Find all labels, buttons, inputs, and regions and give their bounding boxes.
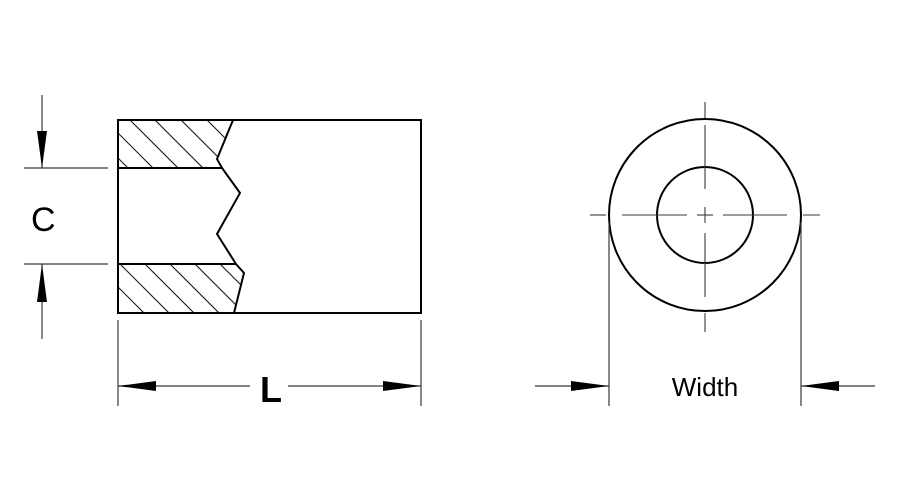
dimension-label-l: L (260, 369, 282, 410)
l-arrow-right-icon (383, 381, 421, 391)
dimension-c: C (24, 95, 108, 339)
dimension-l: L (117, 320, 422, 410)
l-arrow-left-icon (118, 381, 156, 391)
c-arrow-up-icon (37, 264, 47, 302)
dimension-label-c: C (31, 201, 56, 239)
side-section-view (117, 119, 422, 314)
width-arrow-right-icon (571, 381, 609, 391)
end-view (590, 102, 820, 332)
c-arrow-down-icon (37, 131, 47, 168)
section-hatch-top (118, 120, 233, 168)
spacer-body-outline (117, 119, 422, 314)
dimension-width: Width (535, 222, 875, 406)
dimension-label-width: Width (672, 372, 738, 402)
outer-diameter-circle (608, 118, 802, 312)
section-break-line (215, 119, 246, 314)
width-arrow-left-icon (801, 381, 839, 391)
